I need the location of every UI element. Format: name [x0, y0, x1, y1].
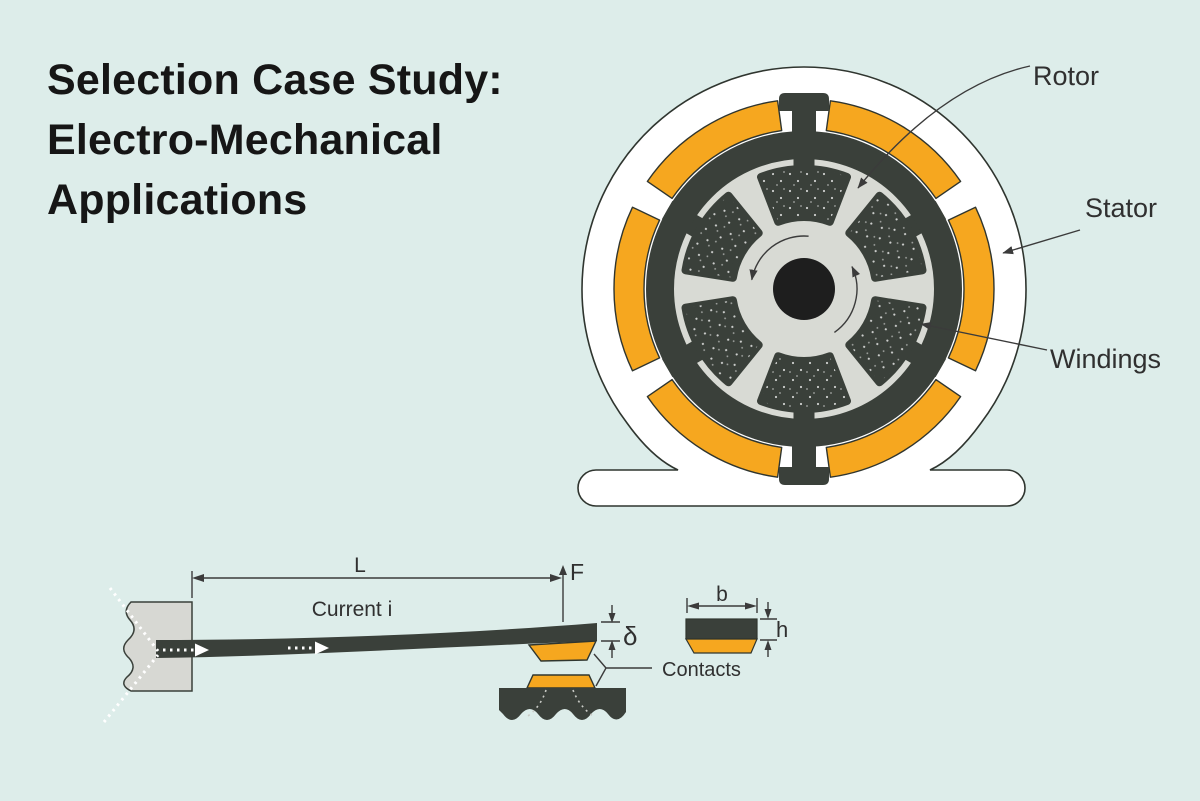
length-dimension [191, 571, 562, 598]
title-line-3: Applications [47, 176, 308, 224]
title-line-1: Selection Case Study: [47, 56, 503, 104]
current-flow-line [102, 654, 160, 723]
height-label: h [776, 617, 788, 642]
motor-shaft [773, 258, 835, 320]
deflection-label: δ [623, 621, 637, 651]
cross-section-contact [684, 638, 758, 654]
width-label: b [716, 583, 728, 606]
rotation-arrow-left [749, 235, 809, 281]
rotor-label: Rotor [1033, 61, 1099, 91]
stator-segment [613, 206, 661, 372]
stator-segment [825, 100, 962, 200]
length-label: L [354, 554, 366, 577]
contacts-leader-line [593, 653, 652, 687]
page-title: Selection Case Study: Electro-Mechanical… [47, 50, 503, 230]
current-arrow [195, 643, 209, 657]
stator-segment [646, 100, 783, 200]
cross-section: b h [684, 583, 788, 657]
rotation-arrow-right [833, 265, 861, 333]
current-arrow [315, 641, 329, 655]
beam-tip-contact [527, 640, 598, 662]
contact-base [499, 688, 626, 720]
lower-contact [525, 674, 597, 689]
contacts-label: Contacts [662, 659, 741, 681]
motor-diagram: Rotor Stator Windings [577, 61, 1161, 507]
cross-section-beam [685, 618, 758, 640]
beam-diagram: L Current i F δ [102, 554, 788, 723]
rotor-leader-line [857, 65, 1031, 189]
windings-leader-line [920, 321, 1048, 351]
windings-label: Windings [1050, 344, 1161, 374]
stator-segment [646, 378, 783, 478]
stator-segment [825, 378, 962, 478]
title-line-2: Electro-Mechanical [47, 116, 443, 164]
force-label: F [570, 559, 584, 585]
rotor-ring [646, 131, 962, 447]
stator-leader-line [1002, 229, 1081, 255]
stator-label: Stator [1085, 193, 1157, 223]
stator-segment [947, 206, 995, 372]
deflection-dimension [601, 605, 620, 658]
current-label: Current i [312, 598, 393, 621]
height-dimension [760, 602, 777, 657]
base-current-trace [527, 689, 594, 717]
force-arrow [559, 565, 567, 622]
cantilever-beam [156, 623, 597, 658]
width-dimension [686, 598, 758, 613]
